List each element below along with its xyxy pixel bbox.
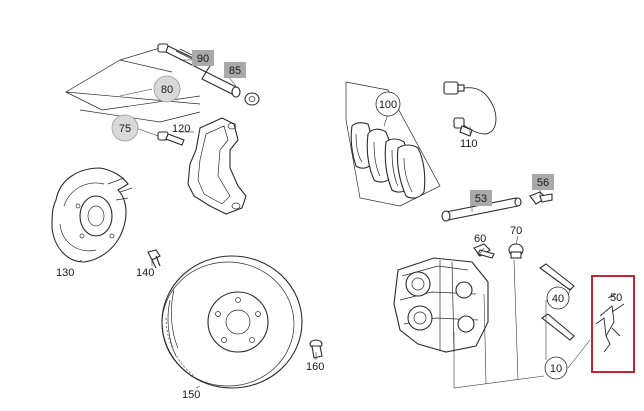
spreader-spring xyxy=(595,293,625,353)
brake-pad-set xyxy=(345,81,441,207)
guide-bolt-assembly xyxy=(64,43,260,146)
shield-bolt xyxy=(147,249,161,269)
bleeder-bolt xyxy=(529,191,553,205)
callout-label: 80 xyxy=(161,84,173,96)
callout-10[interactable]: 10 xyxy=(544,356,568,380)
callout-110[interactable]: 110 xyxy=(460,138,478,150)
callout-130[interactable]: 130 xyxy=(56,267,74,279)
callout-label: 150 xyxy=(182,389,200,401)
brake-pad xyxy=(396,144,426,199)
callout-label: 56 xyxy=(537,177,549,189)
callout-56[interactable]: 56 xyxy=(532,174,554,190)
callout-label: 53 xyxy=(475,193,487,205)
callout-60[interactable]: 60 xyxy=(474,233,486,245)
brake-disc xyxy=(161,255,303,389)
callout-label: 130 xyxy=(56,267,74,279)
callout-150[interactable]: 150 xyxy=(182,389,200,401)
callout-50[interactable]: 50 xyxy=(610,292,622,304)
callout-53[interactable]: 53 xyxy=(470,190,492,206)
bleeder-cap xyxy=(508,243,524,259)
callout-160[interactable]: 160 xyxy=(306,361,324,373)
callout-40[interactable]: 40 xyxy=(546,286,570,310)
brake-caliper xyxy=(393,257,489,353)
caliper-bracket xyxy=(180,117,247,215)
wear-sensor xyxy=(443,81,497,137)
guide-pin xyxy=(201,71,241,98)
callout-120[interactable]: 120 xyxy=(172,123,190,135)
leader-lines xyxy=(77,59,591,389)
callout-85[interactable]: 85 xyxy=(224,62,246,78)
callout-140[interactable]: 140 xyxy=(136,267,154,279)
callout-label: 160 xyxy=(306,361,324,373)
callout-label: 50 xyxy=(610,292,622,304)
callout-label: 120 xyxy=(172,123,190,135)
callout-70[interactable]: 70 xyxy=(510,225,522,237)
callout-label: 10 xyxy=(550,363,562,375)
callout-75[interactable]: 75 xyxy=(111,114,139,142)
callout-label: 90 xyxy=(197,53,209,65)
callout-label: 85 xyxy=(229,65,241,77)
retaining-pin xyxy=(441,197,522,222)
callout-label: 75 xyxy=(119,123,131,135)
bleeder-screw xyxy=(473,243,495,259)
callout-90[interactable]: 90 xyxy=(192,50,214,66)
callout-80[interactable]: 80 xyxy=(153,75,181,103)
callout-label: 40 xyxy=(552,293,564,305)
callout-label: 70 xyxy=(510,225,522,237)
callout-label: 140 xyxy=(136,267,154,279)
callout-100[interactable]: 100 xyxy=(375,91,401,117)
disc-screw xyxy=(309,339,323,359)
callout-label: 60 xyxy=(474,233,486,245)
callout-label: 100 xyxy=(379,99,397,111)
dust-cap xyxy=(244,92,260,106)
callout-label: 110 xyxy=(460,138,478,150)
highlight-box xyxy=(591,275,635,373)
splash-shield xyxy=(51,167,133,263)
